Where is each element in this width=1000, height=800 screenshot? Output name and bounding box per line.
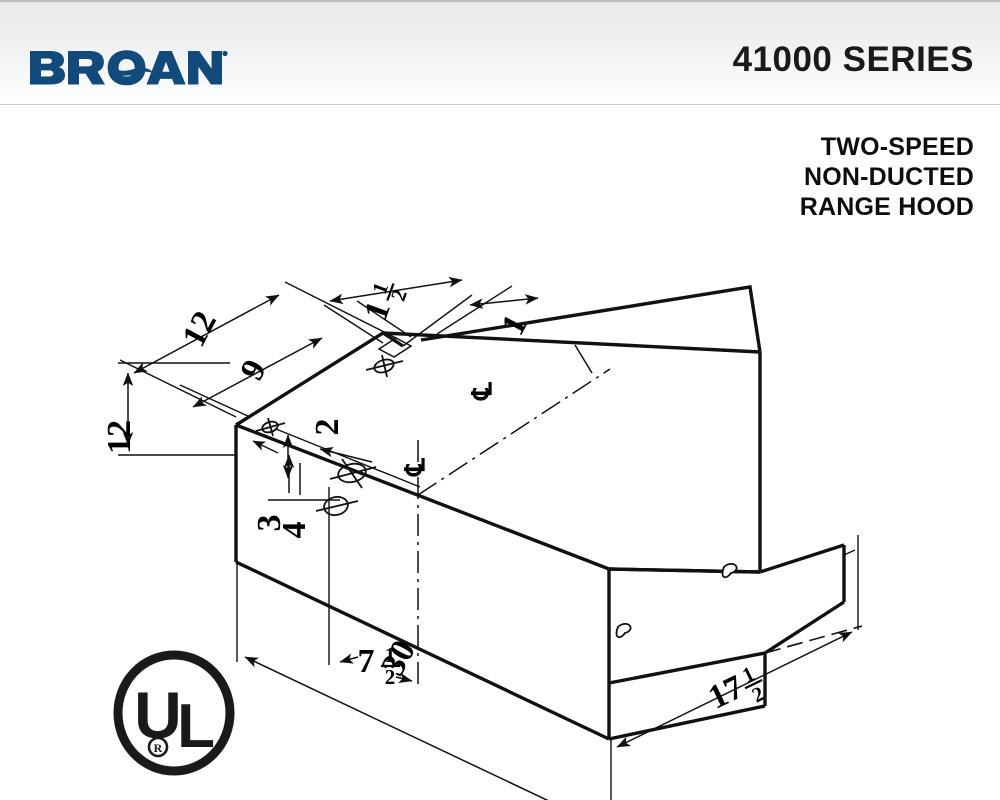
hood-body: [234, 285, 863, 741]
dim12-ext-left: [119, 359, 237, 418]
dim3-label: 3: [251, 515, 288, 532]
dim1h-fraction-bar: [386, 283, 395, 301]
dim17h-ext-top-tick: [843, 549, 856, 556]
dim1-ext-right: [436, 285, 513, 335]
dim7h-arrow-left: [339, 653, 359, 664]
dim1h-ext-right: [356, 300, 412, 338]
dim12-label: 12: [175, 305, 224, 352]
dimension-drawing: ℄ ℄ 12 12 9 1 1 2: [0, 105, 1000, 800]
centerlines: ℄ ℄: [400, 344, 611, 685]
dimension-height-6: 12: [101, 362, 236, 456]
top-face-front-edge: [235, 423, 610, 571]
centerline-symbol-front: ℄: [400, 458, 430, 478]
front-hole-lower-icon: [315, 495, 359, 517]
centerline-top-axis: [417, 368, 611, 496]
right-fold-line: [608, 567, 761, 574]
dimension-3: 3: [251, 440, 295, 532]
top-face-rear-edge: [420, 285, 762, 353]
subtitle-line-2: NON-DUCTED: [803, 163, 974, 191]
subtitle-line-1: TWO-SPEED: [820, 133, 974, 161]
ul-circle: [113, 650, 235, 776]
dim1h-ext-left: [323, 304, 384, 344]
ul-certification-mark: U L R: [112, 650, 236, 776]
broan-logo: [28, 48, 228, 86]
rear-right-slant: [764, 600, 845, 655]
dim2-label: 2: [309, 419, 346, 436]
front-corner-hole-icon: [255, 417, 286, 437]
dim7h-numerator: 1: [385, 643, 396, 667]
ul-registered-circle: [147, 736, 169, 758]
top-knockout-rect: [377, 337, 413, 358]
body-fill-mass: [236, 287, 750, 683]
centerline-tick-rear: [574, 344, 593, 374]
front-hole-upper-icon: [329, 458, 377, 489]
keyhole-slot-left-icon: [615, 622, 632, 639]
ul-letter-u: U: [134, 678, 182, 752]
centerline-symbol-top: ℄: [467, 382, 497, 402]
rear-top-right-edge: [759, 543, 845, 574]
header-bar: 41000 SERIES: [0, 0, 1000, 105]
dim2-ext-line: [275, 428, 421, 488]
dim9-ext-left: [179, 384, 251, 418]
subtitle-line-3: RANGE HOOD: [799, 193, 974, 221]
page-title: 41000 SERIES: [732, 40, 974, 79]
dim6-label: 12: [101, 420, 138, 454]
top-hole-icon: [365, 354, 404, 378]
dim4-label: 4: [276, 522, 313, 539]
dim1-line: [469, 294, 539, 309]
dim1-ext-left: [402, 294, 473, 347]
dim1h-label: 1 1 2: [357, 279, 412, 325]
dim1h-line: [329, 276, 463, 305]
dim12-ext-right: [284, 281, 399, 340]
top-face-inner-fold: [382, 331, 761, 354]
hood-features: [255, 337, 738, 639]
hidden-rear-bottom-line: [764, 625, 863, 654]
centerline-symbol-top-text: ℄: [467, 382, 497, 402]
dim7h-whole: 7: [358, 643, 375, 680]
ul-registered-letter: R: [154, 741, 163, 755]
dimension-17-half: 17 1 2: [616, 535, 859, 748]
dim12-line: [133, 294, 280, 374]
dim17h-fraction-bar: [744, 678, 763, 690]
centerline-symbol-front-text: ℄: [400, 458, 430, 478]
right-face-bottom-edge: [608, 704, 766, 741]
product-subtitle: TWO-SPEED NON-DUCTED RANGE HOOD: [800, 132, 974, 222]
dim9-line: [192, 337, 323, 408]
dim3-leader: [252, 440, 279, 454]
dim30-line: [244, 656, 609, 800]
dim17h-label: 17 1 2: [703, 661, 768, 716]
dim17h-line: [616, 631, 853, 748]
keyhole-slot-right-icon: [721, 562, 738, 579]
drawing-canvas: ℄ ℄ 12 12 9 1 1 2: [101, 276, 863, 800]
dim2-leader: [319, 447, 373, 463]
ul-letter-l: L: [177, 692, 215, 761]
dimension-4: 4: [268, 463, 340, 539]
